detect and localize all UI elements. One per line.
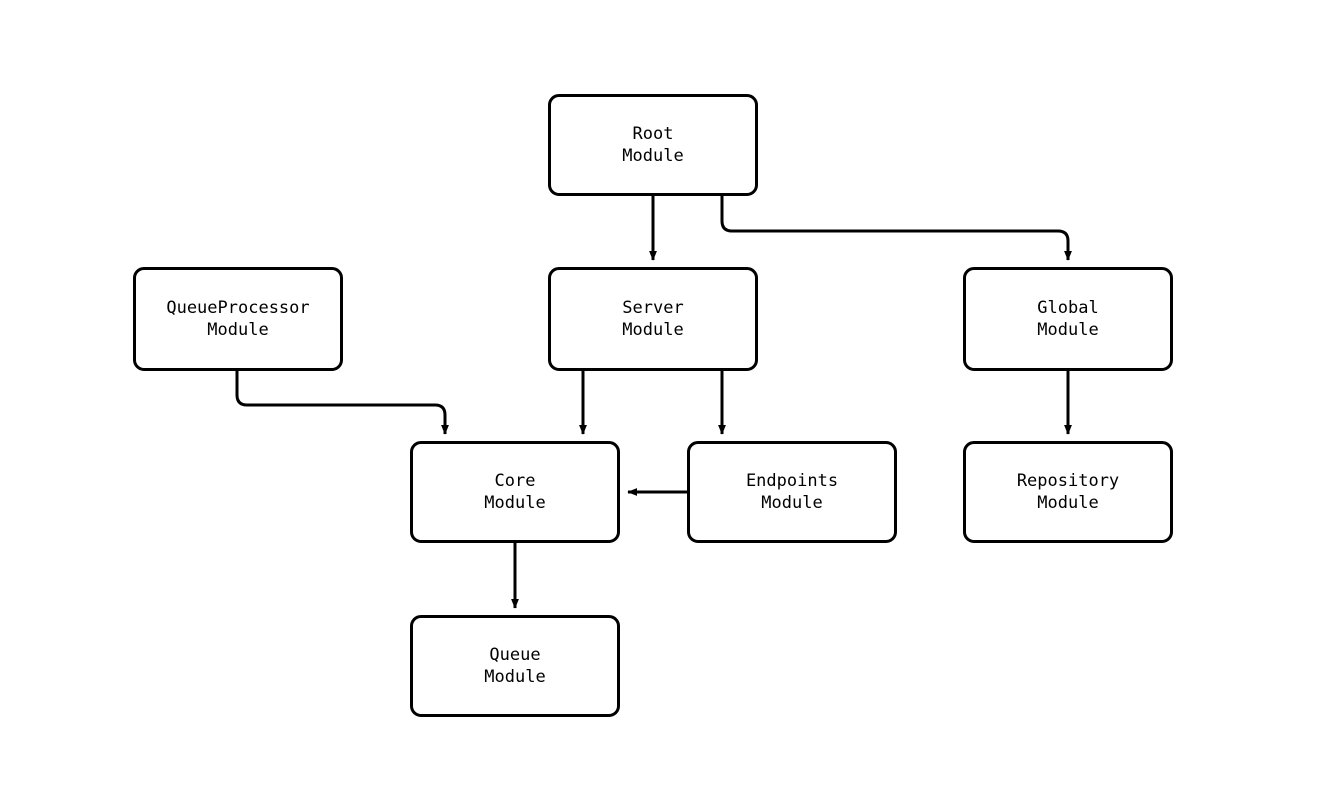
node-repository[interactable]: Repository Module [963, 441, 1173, 543]
node-label-core: Core Module [484, 471, 546, 513]
node-label-repository: Repository Module [1016, 471, 1120, 513]
node-label-endpoints: Endpoints Module [745, 471, 839, 513]
edge-root-global [720, 196, 1072, 261]
edge-queueprocessor-core [235, 371, 449, 435]
node-label-queueprocessor: QueueProcessor Module [166, 298, 310, 340]
node-endpoints[interactable]: Endpoints Module [687, 441, 897, 543]
node-server[interactable]: Server Module [548, 267, 758, 371]
node-label-server: Server Module [622, 298, 684, 340]
node-global[interactable]: Global Module [963, 267, 1173, 371]
node-label-global: Global Module [1037, 298, 1099, 340]
node-queue[interactable]: Queue Module [410, 615, 620, 717]
node-root[interactable]: Root Module [548, 94, 758, 196]
node-label-queue: Queue Module [484, 645, 546, 687]
node-label-root: Root Module [622, 124, 684, 166]
node-queueprocessor[interactable]: QueueProcessor Module [133, 267, 343, 371]
edges-group [235, 196, 1072, 609]
node-core[interactable]: Core Module [410, 441, 620, 543]
